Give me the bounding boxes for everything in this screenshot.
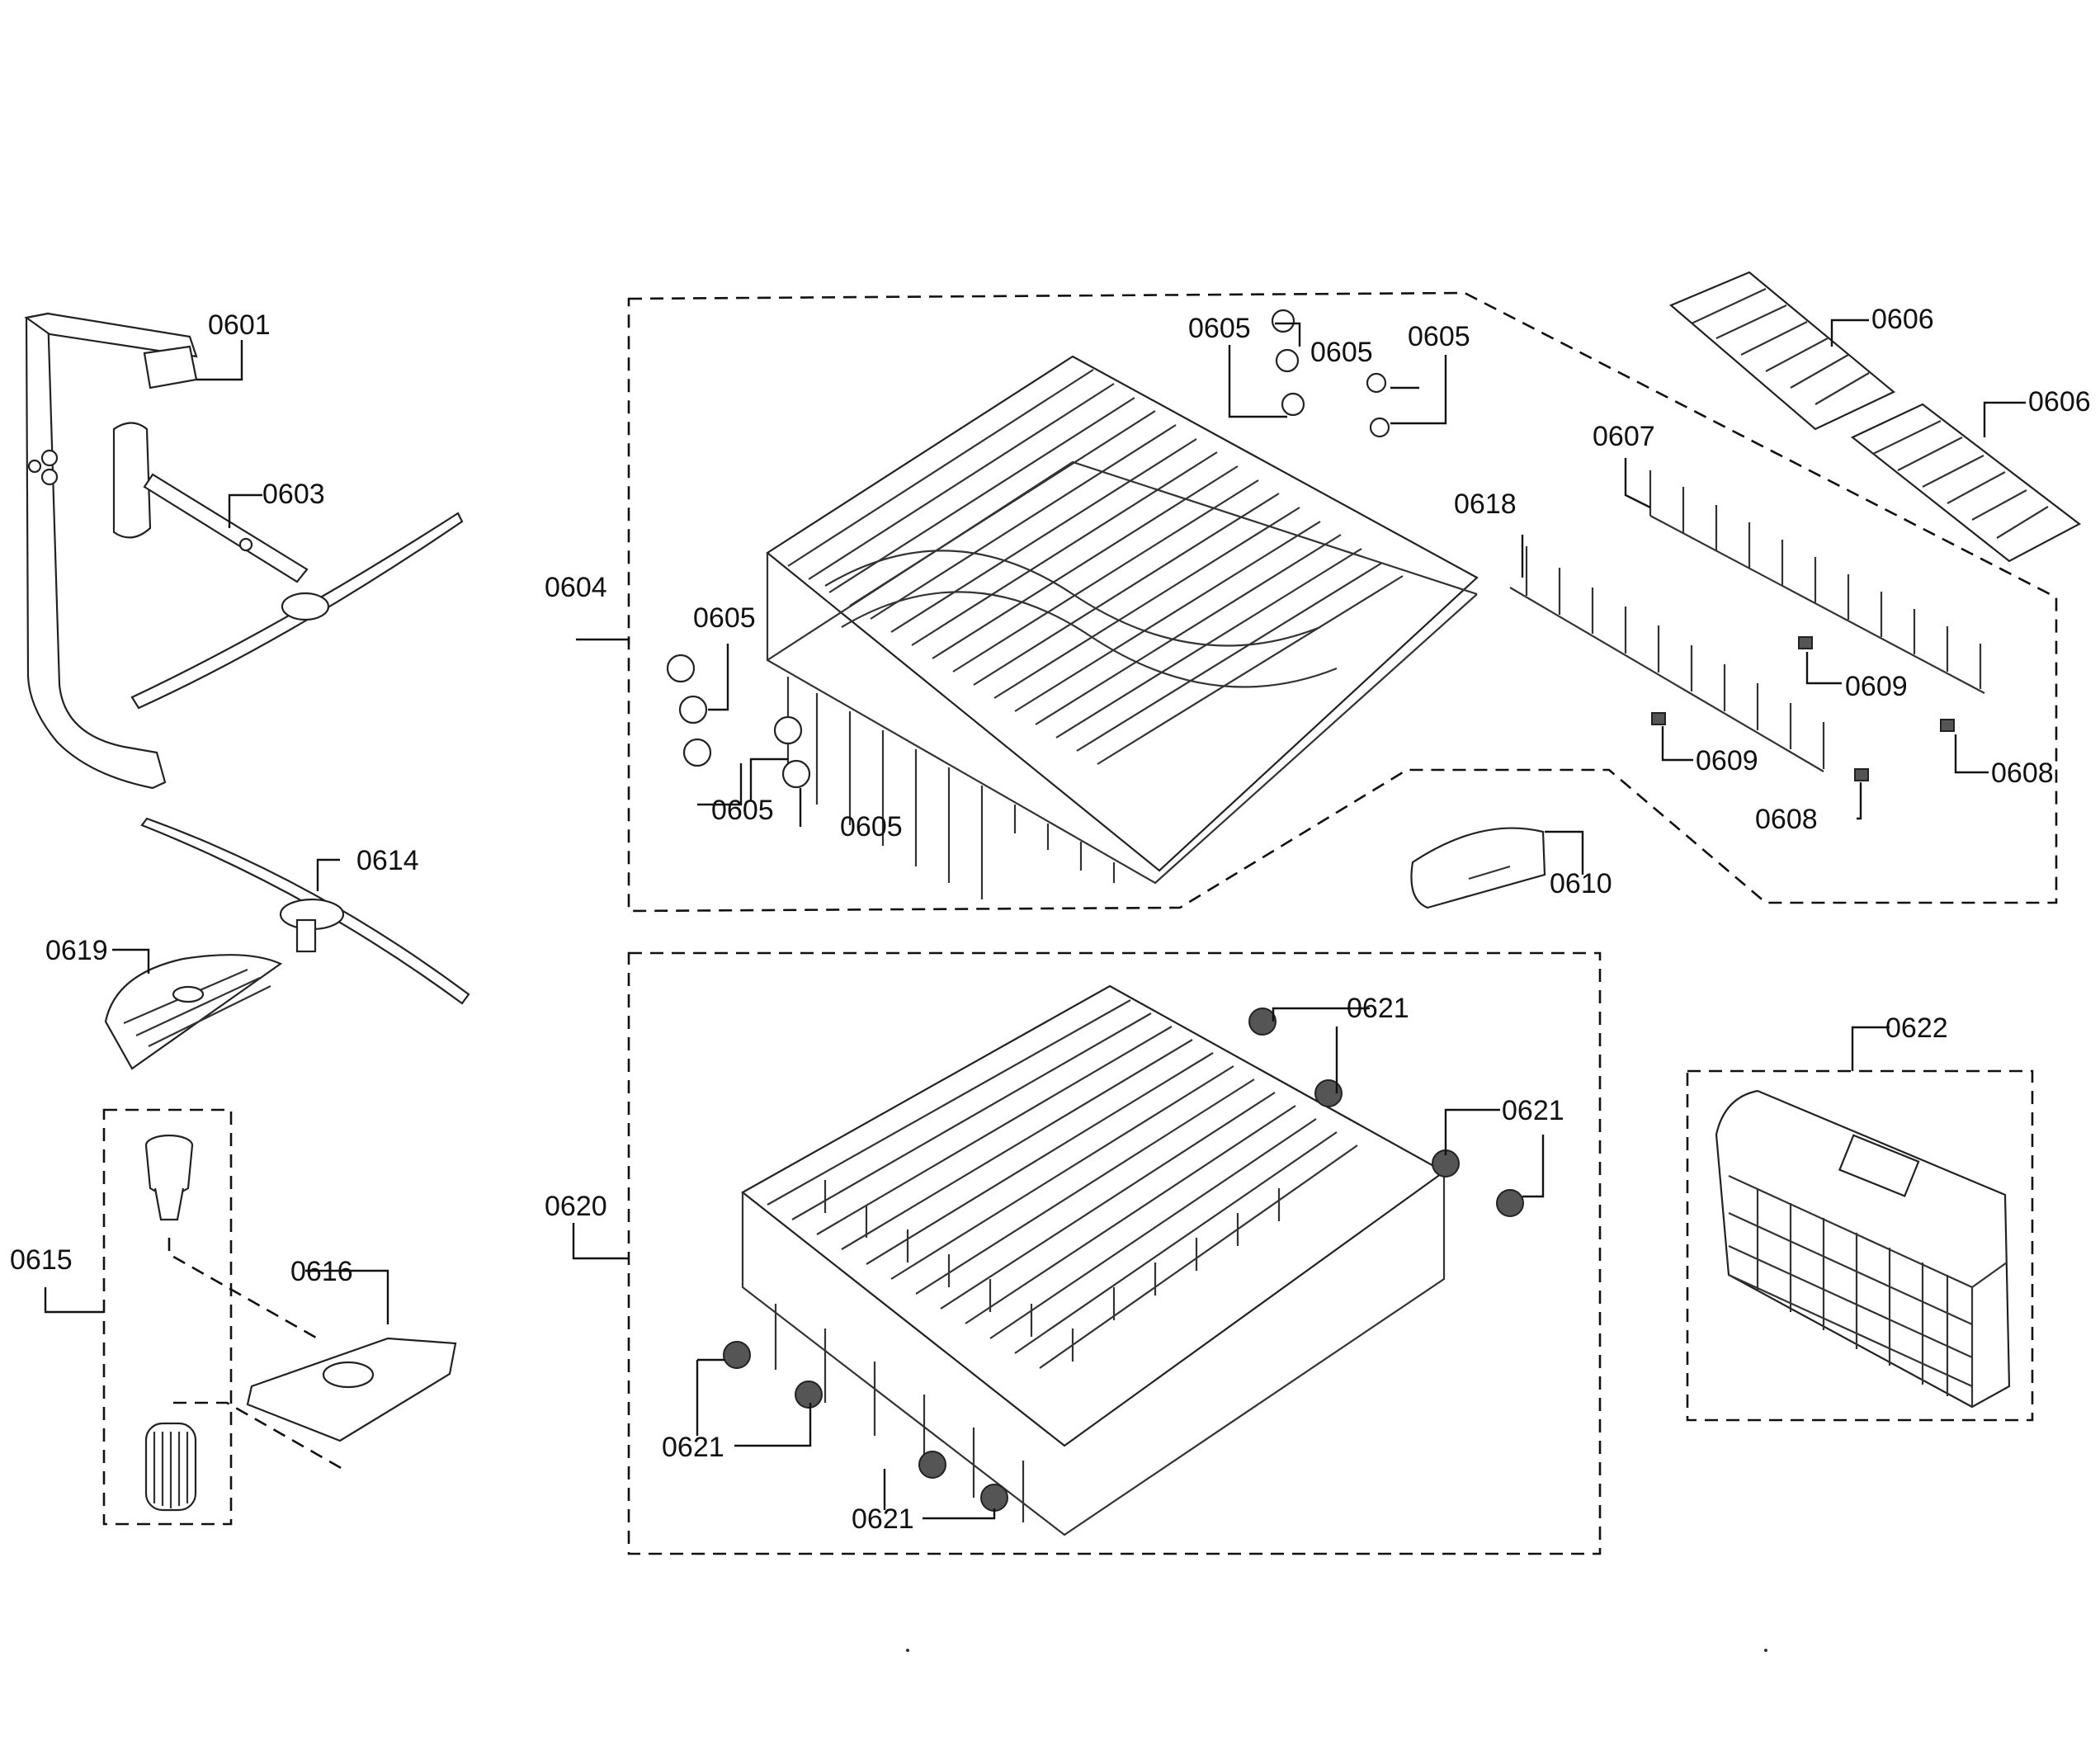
label-0621-c: 0621 [662, 1432, 724, 1463]
label-0619: 0619 [45, 935, 108, 966]
filter-plate-part [246, 1337, 457, 1442]
lower-rack-group-box [627, 951, 1602, 1555]
label-0605-a: 0605 [1188, 313, 1251, 344]
cutlery-basket-group-box [1686, 1069, 2034, 1422]
label-0622: 0622 [1885, 1012, 1948, 1044]
label-0607: 0607 [1593, 421, 1655, 452]
label-0603: 0603 [262, 479, 325, 510]
stray-dot-2 [1764, 1649, 1767, 1652]
label-0604: 0604 [545, 572, 607, 603]
supply-pipe-part [24, 312, 198, 790]
tine-rows-part [1509, 470, 1985, 772]
cutlery-basket-part [1715, 1089, 2011, 1409]
label-0601: 0601 [208, 309, 271, 341]
upper-spray-arm-part [112, 422, 464, 710]
label-0605-c: 0605 [1408, 321, 1470, 352]
lower-rack-part [741, 984, 1446, 1536]
rack-handle-part [1410, 827, 1546, 909]
label-0606-a: 0606 [1871, 304, 1934, 335]
leader-lines [44, 319, 2026, 1520]
label-0614: 0614 [356, 845, 419, 876]
upper-rack-part [766, 355, 1479, 899]
upper-rack-group-box [627, 291, 2058, 913]
label-0621-a: 0621 [1347, 993, 1409, 1024]
label-0606-b: 0606 [2028, 386, 2091, 418]
label-0621-b: 0621 [1502, 1095, 1564, 1126]
label-0609-a: 0609 [1845, 671, 1908, 702]
label-0605-e: 0605 [711, 795, 774, 826]
label-0618: 0618 [1454, 488, 1517, 520]
filter-assembly-part [144, 1134, 197, 1512]
filter-cover-part [104, 954, 283, 1070]
stray-dot-1 [906, 1649, 909, 1652]
lower-spray-arm-part [140, 817, 470, 1005]
label-0620: 0620 [545, 1191, 607, 1222]
cup-shelf-part [1668, 271, 2082, 563]
upper-rack-rollers [666, 309, 1390, 789]
label-0610: 0610 [1550, 868, 1612, 899]
tine-row-clips [1651, 636, 1955, 781]
label-0621-d: 0621 [852, 1503, 914, 1535]
label-0609-b: 0609 [1696, 745, 1758, 776]
filter-connection-line-1 [168, 1238, 323, 1343]
filter-group-box [102, 1108, 233, 1526]
label-0605-f: 0605 [840, 811, 903, 842]
label-0608-b: 0608 [1755, 804, 1818, 835]
label-0615: 0615 [10, 1244, 73, 1276]
label-0605-d: 0605 [693, 602, 756, 634]
filter-connection-line-2 [173, 1401, 346, 1472]
label-0616: 0616 [290, 1256, 353, 1287]
label-0605-b: 0605 [1310, 337, 1373, 368]
label-0608-a: 0608 [1991, 758, 2054, 789]
